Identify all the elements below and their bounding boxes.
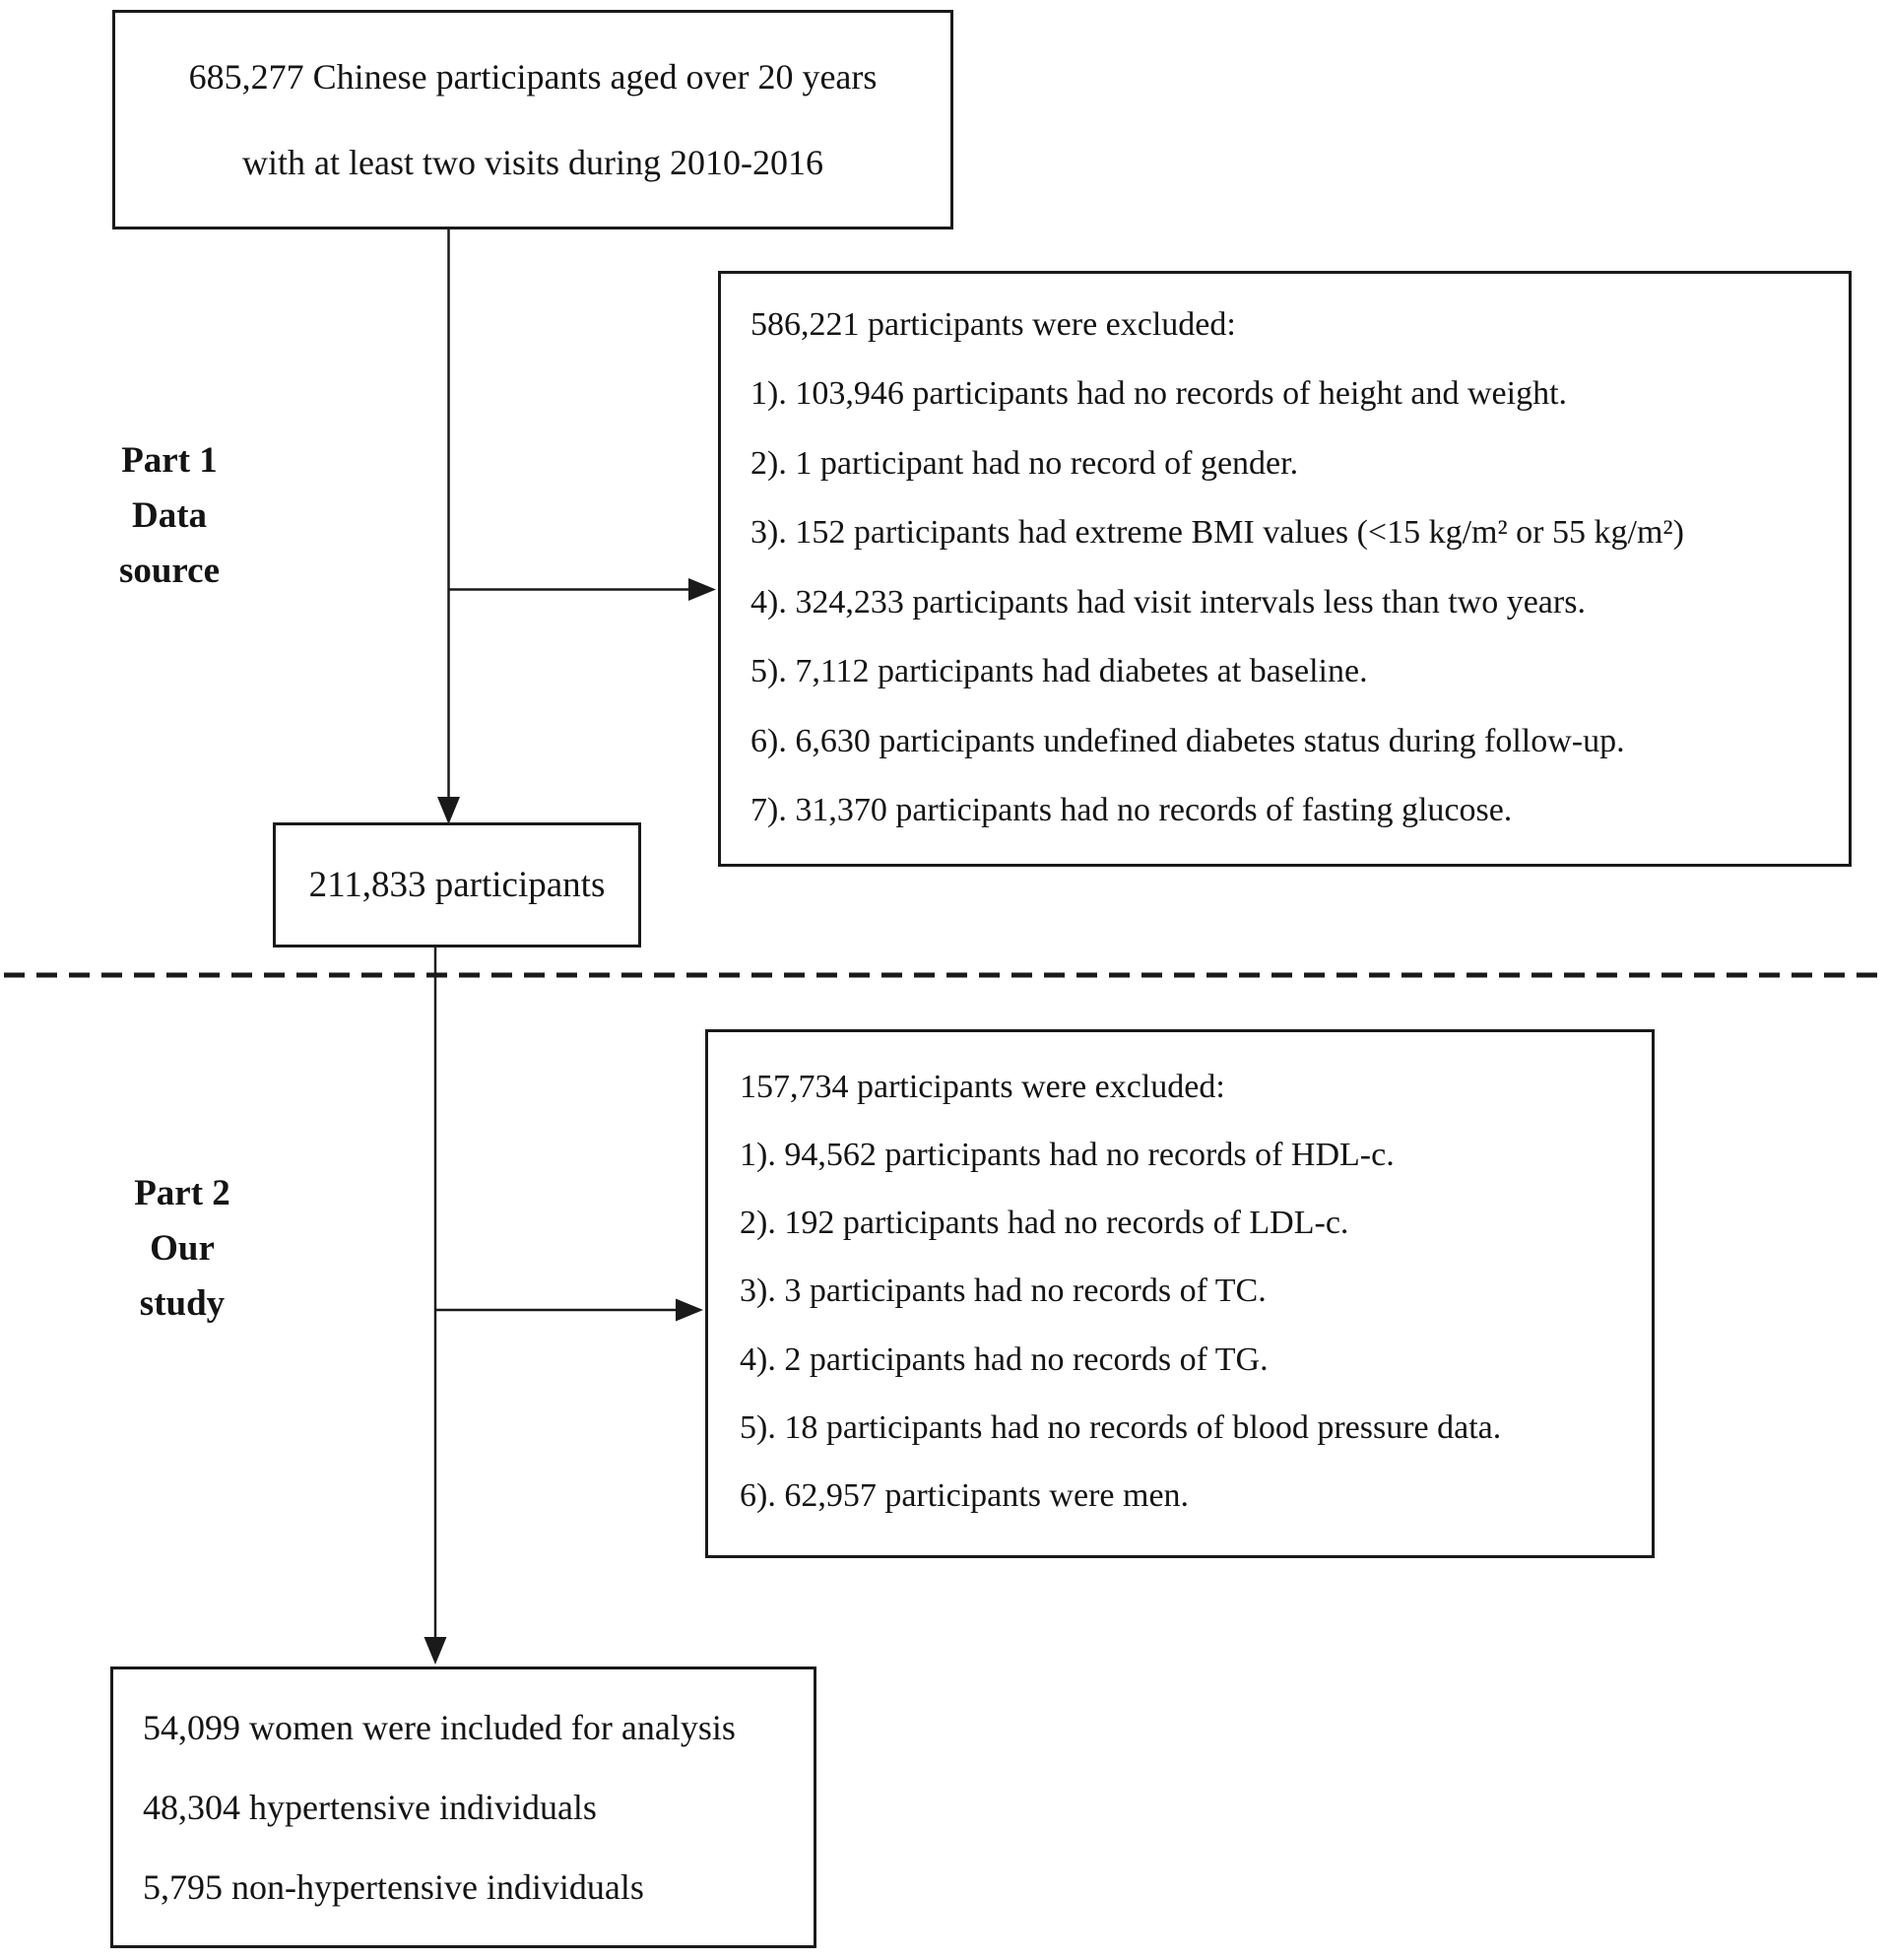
final-analysis-line-2: 48,304 hypertensive individuals: [143, 1788, 597, 1827]
final-analysis-box: 54,099 women were included for analysis …: [110, 1666, 816, 1948]
source-population-line-2: with at least two visits during 2010-201…: [242, 143, 823, 182]
part2-exclusion-item-6: 6). 62,957 participants were men.: [740, 1476, 1190, 1514]
part1-label: Part 1 Data source: [71, 433, 268, 599]
part2-exclusion-item-4: 4). 2 participants had no records of TG.: [740, 1340, 1269, 1378]
part1-exclusion-item-2: 2). 1 participant had no record of gende…: [750, 444, 1299, 482]
part2-label-line-2: Our: [150, 1228, 215, 1269]
part2-label-line-1: Part 2: [134, 1173, 230, 1213]
part2-down-arrowhead-icon: [424, 1637, 447, 1665]
part1-label-line-3: source: [118, 551, 221, 591]
part1-result-box: 211,833 participants: [273, 822, 641, 947]
part1-exclusion-item-5: 5). 7,112 participants had diabetes at b…: [750, 653, 1368, 690]
part1-result-text: 211,833 participants: [308, 865, 606, 905]
part1-exclusion-item-4: 4). 324,233 participants had visit inter…: [750, 583, 1586, 621]
part2-exclusion-item-1: 1). 94,562 participants had no records o…: [740, 1137, 1395, 1174]
part2-exclusion-item-5: 5). 18 participants had no records of bl…: [740, 1408, 1502, 1446]
part1-down-arrowhead-icon: [437, 797, 460, 824]
part2-exclusion-box: 157,734 participants were excluded: 1). …: [705, 1029, 1655, 1558]
part1-exclusion-heading: 586,221 participants were excluded:: [750, 306, 1236, 343]
part1-exclusion-item-1: 1). 103,946 participants had no records …: [750, 375, 1568, 413]
source-population-box: 685,277 Chinese participants aged over 2…: [112, 10, 953, 229]
part2-exclusion-heading: 157,734 participants were excluded:: [740, 1069, 1225, 1105]
part1-exclusion-item-6: 6). 6,630 participants undefined diabete…: [750, 722, 1625, 759]
final-analysis-line-3: 5,795 non-hypertensive individuals: [143, 1867, 644, 1907]
part2-exclusion-item-2: 2). 192 participants had no records of L…: [740, 1205, 1349, 1242]
source-population-line-1: 685,277 Chinese participants aged over 2…: [188, 57, 878, 97]
part1-exclusion-box: 586,221 participants were excluded: 1). …: [718, 271, 1852, 867]
part1-right-arrowhead-icon: [688, 578, 716, 601]
final-analysis-line-1: 54,099 women were included for analysis: [143, 1708, 736, 1747]
part2-exclusion-item-3: 3). 3 participants had no records of TC.: [740, 1273, 1267, 1310]
part1-label-line-2: Data: [131, 495, 208, 536]
part2-label: Part 2 Our study: [84, 1166, 281, 1332]
part1-label-line-1: Part 1: [121, 440, 218, 481]
part2-right-arrowhead-icon: [676, 1298, 703, 1322]
part2-label-line-3: study: [139, 1283, 226, 1324]
part1-exclusion-item-3: 3). 152 participants had extreme BMI val…: [750, 514, 1684, 552]
part1-exclusion-item-7: 7). 31,370 participants had no records o…: [750, 791, 1513, 828]
